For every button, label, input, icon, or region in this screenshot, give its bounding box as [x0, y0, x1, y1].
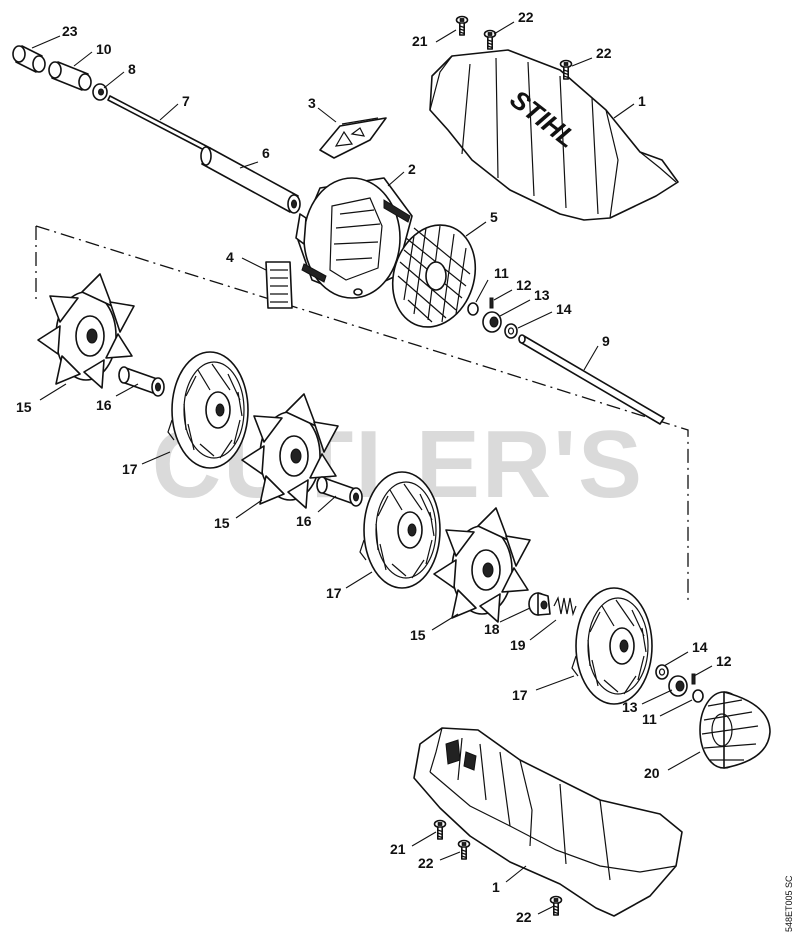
- callout-13-upper: 13: [534, 287, 550, 303]
- part-13-bearing-lower: [668, 675, 688, 697]
- callout-12-upper: 12: [516, 277, 532, 293]
- callout-15-c: 15: [410, 627, 426, 643]
- part-1-upper-shell: STIHL: [429, 49, 679, 221]
- part-16-sleeve-1: [118, 366, 165, 397]
- callout-14-upper: 14: [556, 301, 572, 317]
- callout-18: 18: [484, 621, 500, 637]
- part-10-sleeve: [48, 61, 92, 91]
- callout-1-lower: 1: [492, 879, 500, 895]
- callout-19: 19: [510, 637, 526, 653]
- callout-5: 5: [490, 209, 498, 225]
- callout-20: 20: [644, 765, 660, 781]
- callout-22-upper-a: 22: [518, 9, 534, 25]
- part-12-key-upper: [489, 297, 494, 309]
- callout-21-upper: 21: [412, 33, 428, 49]
- callout-10: 10: [96, 41, 112, 57]
- part-12-key-lower: [691, 673, 696, 685]
- callout-9: 9: [602, 333, 610, 349]
- callout-4: 4: [226, 249, 234, 265]
- part-22-screw-upper-a: [483, 29, 497, 50]
- callout-15-a: 15: [16, 399, 32, 415]
- part-5-intake-screen: [391, 224, 477, 328]
- callout-23: 23: [62, 23, 78, 39]
- callout-11-lower: 11: [642, 711, 657, 727]
- part-7-rod: [107, 95, 211, 153]
- part-1-lower-shell: [413, 727, 683, 917]
- callout-14-lower: 14: [692, 639, 708, 655]
- part-23-cap: [12, 45, 46, 73]
- callout-3: 3: [308, 95, 316, 111]
- callout-21-lower: 21: [390, 841, 406, 857]
- part-22-screw-lower-a: [457, 839, 471, 860]
- callout-15-b: 15: [214, 515, 230, 531]
- part-22-screw-lower-b: [549, 895, 563, 916]
- part-15-impeller-3: [433, 507, 531, 623]
- callout-16-a: 16: [96, 397, 112, 413]
- part-9-shaft: [518, 334, 665, 425]
- callout-17-c: 17: [512, 687, 528, 703]
- part-18-nut: [528, 592, 551, 616]
- part-14-washer-lower: [655, 664, 669, 680]
- callout-6: 6: [262, 145, 270, 161]
- part-11-circlip-upper: [467, 302, 479, 316]
- part-3-label-plate: [319, 117, 387, 159]
- callout-22-lower-a: 22: [418, 855, 434, 871]
- assembly-boundary: [35, 225, 689, 600]
- part-14-washer-upper: [504, 323, 518, 339]
- callout-13-lower: 13: [622, 699, 638, 715]
- part-20-nose-cone: [699, 691, 771, 769]
- part-13-bearing-upper: [482, 311, 502, 333]
- part-4-pad: [265, 261, 293, 309]
- part-6-tube: [200, 146, 301, 214]
- part-21-screw-lower: [433, 819, 447, 840]
- part-11-circlip-lower: [692, 689, 704, 703]
- callout-17-a: 17: [122, 461, 138, 477]
- part-21-screw-upper: [455, 15, 469, 36]
- callout-16-b: 16: [296, 513, 312, 529]
- callout-12-lower: 12: [716, 653, 732, 669]
- part-19-spring: [553, 596, 577, 617]
- callout-2: 2: [408, 161, 416, 177]
- callout-22-lower-b: 22: [516, 909, 532, 925]
- callout-7: 7: [182, 93, 190, 109]
- callout-1-upper: 1: [638, 93, 646, 109]
- callout-8: 8: [128, 61, 136, 77]
- part-8-bushing: [92, 83, 108, 101]
- leader-lines: [31, 21, 713, 915]
- callout-22-upper-b: 22: [596, 45, 612, 61]
- callout-11-upper: 11: [494, 265, 509, 281]
- callout-labels: 23 10 8 7 3 6 2 21 22 22 1 5 4 11 12 13 …: [16, 9, 732, 925]
- drawing-code: 548ET005 SC: [784, 875, 794, 932]
- part-2-fan-housing: [295, 177, 413, 299]
- part-17-stator-3: [571, 587, 653, 705]
- callout-17-b: 17: [326, 585, 342, 601]
